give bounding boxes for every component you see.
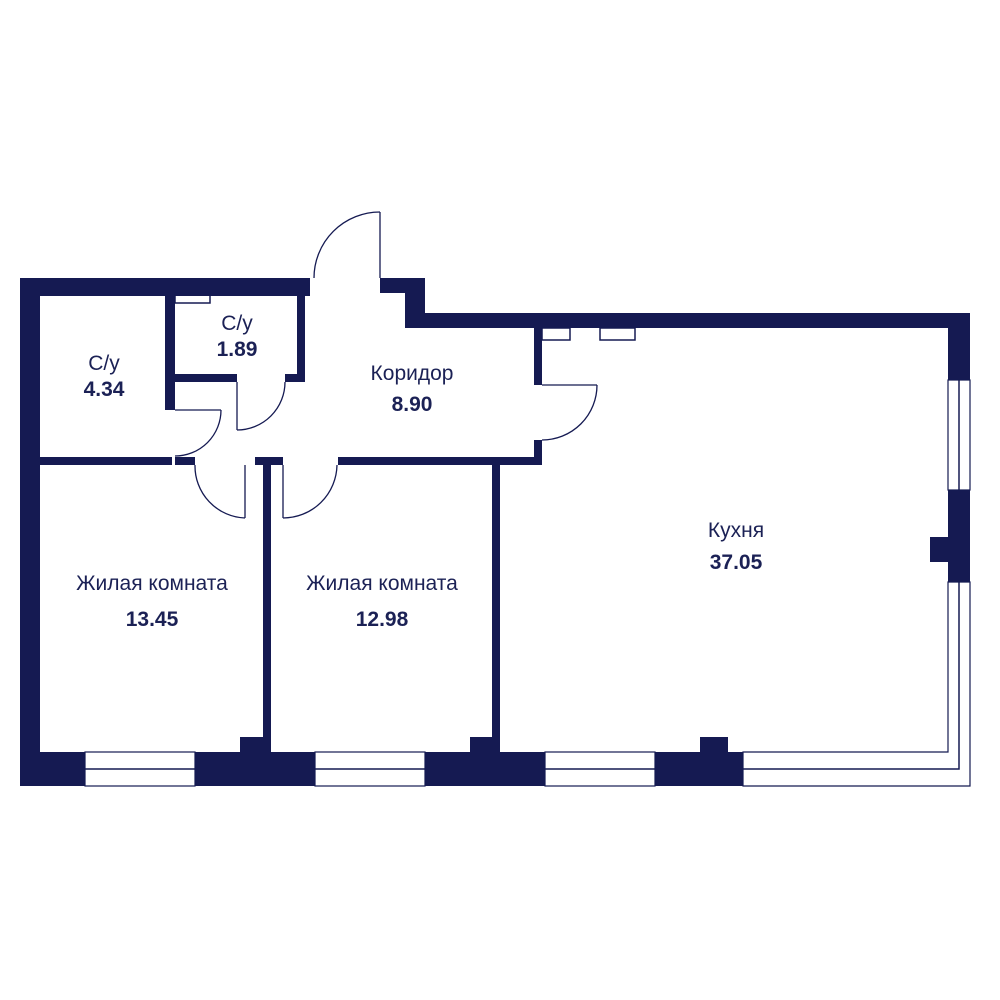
- room-area: 12.98: [355, 608, 409, 631]
- room-label-bedroom-left: Жилая комната 13.45: [76, 571, 228, 633]
- window-kitchen-corner: [742, 581, 971, 787]
- room-label-bedroom-middle: Жилая комната 12.98: [306, 571, 458, 633]
- room-name: Жилая комната: [76, 572, 228, 595]
- wall-corridor-kitchen-bottom: [534, 440, 542, 465]
- wall-column-right: [930, 537, 950, 562]
- wall-column-1: [240, 737, 265, 755]
- outer-wall-bottom-2: [195, 752, 315, 786]
- bedroom-middle-door-swing: [282, 464, 338, 519]
- room-area: 4.34: [83, 378, 125, 401]
- vent-shaft-3: [174, 292, 211, 304]
- entrance-door-swing: [313, 211, 381, 279]
- outer-wall-bottom-1: [20, 752, 85, 786]
- wall-column-3: [700, 737, 728, 755]
- outer-wall-step-vertical: [405, 278, 425, 328]
- room-name: Кухня: [707, 519, 765, 542]
- outer-wall-bottom-3: [425, 752, 545, 786]
- room-label-bath-large: С/у 4.34: [84, 351, 125, 403]
- wall-bath-separator: [165, 278, 175, 378]
- wall-bedroom-separator: [263, 457, 271, 757]
- wall-bath-small-right: [297, 278, 305, 382]
- room-name: Коридор: [370, 362, 454, 385]
- outer-wall-left: [20, 278, 40, 786]
- wall-bedroom-kitchen: [492, 457, 500, 757]
- wall-bath-large-door-jamb: [165, 374, 175, 410]
- vent-shaft-1: [541, 327, 571, 341]
- bath-large-door-swing: [174, 409, 222, 457]
- room-area: 13.45: [125, 608, 179, 631]
- outer-wall-top-right: [405, 313, 970, 328]
- room-area: 1.89: [216, 338, 258, 361]
- room-label-kitchen: Кухня 37.05: [708, 518, 764, 576]
- room-label-bath-small: С/у 1.89: [217, 311, 258, 363]
- room-name: С/у: [221, 312, 253, 335]
- outer-wall-bottom-4: [655, 752, 743, 786]
- wall-corridor-bottom-left: [175, 457, 195, 465]
- outer-wall-right-middle: [948, 490, 970, 582]
- outer-wall-right-top: [948, 313, 970, 380]
- wall-bath-small-bottom: [165, 374, 237, 382]
- wall-bath-small-bottom-right: [285, 374, 305, 382]
- bath-small-door-swing: [236, 381, 286, 431]
- wall-corridor-kitchen-top: [534, 313, 542, 385]
- kitchen-door-swing: [541, 384, 598, 441]
- vent-shaft-2: [599, 327, 636, 341]
- wall-column-2: [470, 737, 498, 755]
- room-label-corridor: Коридор 8.90: [371, 361, 454, 418]
- room-area: 37.05: [709, 551, 763, 574]
- window-kitchen-corner-glass: [743, 582, 960, 770]
- room-name: С/у: [88, 352, 120, 375]
- bedroom-left-door-swing: [194, 464, 246, 519]
- room-area: 8.90: [391, 393, 433, 416]
- wall-corridor-bottom-right: [338, 457, 540, 465]
- room-name: Жилая комната: [306, 572, 458, 595]
- wall-bath-large-bottom: [20, 457, 172, 465]
